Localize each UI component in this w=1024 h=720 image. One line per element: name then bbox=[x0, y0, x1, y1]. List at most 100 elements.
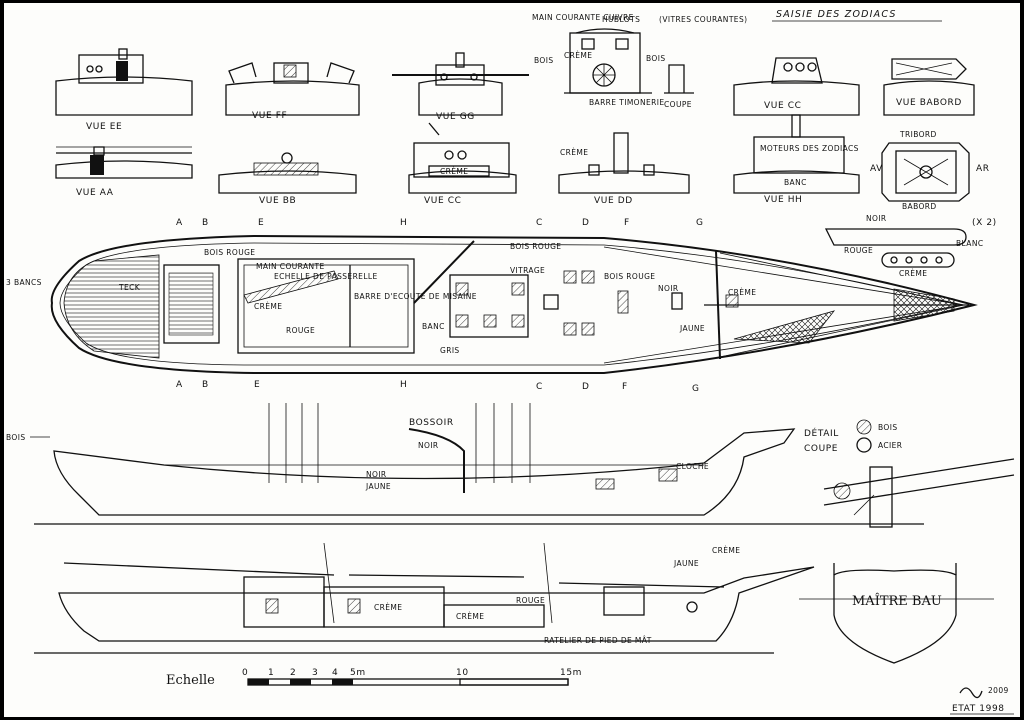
deck-barre-ecoute: BARRE D'ECOUTE DE MISAINE bbox=[354, 292, 477, 301]
section-g-bottom: G bbox=[692, 384, 700, 394]
timonerie-creme: CRÈME bbox=[564, 51, 592, 60]
deck-bancs: 3 BANCS bbox=[6, 278, 42, 287]
sheet-title: SAISIE DES ZODIACS bbox=[776, 9, 897, 20]
scale-label: Echelle bbox=[166, 673, 215, 688]
view-ee: VUE EE bbox=[55, 48, 193, 132]
view-cc-mid: CRÈME VUE CC bbox=[408, 122, 517, 206]
hh-banc: BANC bbox=[784, 178, 807, 187]
scale-tick-10: 10 bbox=[456, 668, 469, 678]
main-courante-label: MAIN COURANTE CUIVRE bbox=[532, 13, 634, 22]
zodiac-tribord: TRIBORD bbox=[899, 130, 937, 139]
timonerie-bois: BOIS bbox=[534, 56, 554, 65]
view-hh: MOTEURS DES ZODIACS BANC VUE HH bbox=[733, 114, 860, 205]
section-markers-bottom: A B E H C D F G bbox=[176, 380, 700, 394]
view-cc-top: VUE CC bbox=[733, 57, 860, 116]
section-a-top: A bbox=[176, 218, 183, 228]
view-babord-label: VUE BABORD bbox=[896, 98, 962, 108]
zodiac-ar: AR bbox=[976, 164, 990, 174]
lower-creme2: CRÈME bbox=[456, 612, 484, 621]
maitre-bau-label: MAÎTRE BAU bbox=[852, 593, 942, 609]
legend-bois: BOIS bbox=[878, 423, 898, 432]
profile-noir2: NOIR bbox=[366, 470, 387, 479]
lower-creme3: CRÈME bbox=[712, 546, 740, 555]
section-d-bottom: D bbox=[582, 382, 590, 392]
section-g-top: G bbox=[696, 218, 704, 228]
section-d-top: D bbox=[582, 218, 590, 228]
profile-upper: BOIS BOSSOIR NOIR NOIR JAUNE CLOCHE bbox=[6, 403, 924, 525]
deck-rouge: ROUGE bbox=[286, 326, 315, 335]
zodiac-blanc: BLANC bbox=[956, 239, 983, 248]
scale-bar: Echelle 0 1 2 3 4 5m 10 15m bbox=[166, 668, 582, 688]
deck-banc: BANC bbox=[422, 322, 445, 331]
deck-main-courante: MAIN COURANTE bbox=[256, 262, 325, 271]
scale-tick-4: 4 bbox=[332, 668, 338, 678]
drawing-sheet: SAISIE DES ZODIACS VUE EE VUE FF VUE GG … bbox=[4, 3, 1020, 717]
view-aa: VUE AA bbox=[55, 146, 193, 198]
scale-tick-3: 3 bbox=[312, 668, 318, 678]
deck-teck: TECK bbox=[118, 283, 141, 292]
barre-timonerie-label: BARRE TIMONERIE bbox=[589, 98, 665, 107]
scale-tick-0: 0 bbox=[242, 668, 248, 678]
view-ff-label: VUE FF bbox=[252, 111, 287, 121]
lower-creme: CRÈME bbox=[374, 603, 402, 612]
view-hh-label: VUE HH bbox=[764, 195, 802, 205]
signature-year: 2009 bbox=[988, 686, 1009, 695]
deck-bois-rouge2: BOIS ROUGE bbox=[510, 242, 561, 251]
scale-tick-2: 2 bbox=[290, 668, 296, 678]
profile-jaune: JAUNE bbox=[365, 482, 391, 491]
etat-label: ETAT 1998 bbox=[952, 704, 1005, 714]
scale-tick-15: 15m bbox=[560, 668, 582, 678]
zodiac-plan: TRIBORD AV AR BABORD bbox=[870, 130, 990, 211]
section-c-top: C bbox=[536, 218, 543, 228]
deck-noir: NOIR bbox=[658, 284, 679, 293]
detail-coupe: DÉTAIL COUPE BOIS ACIER bbox=[804, 419, 1015, 528]
lower-rouge: ROUGE bbox=[516, 596, 545, 605]
deck-creme: CRÈME bbox=[254, 302, 282, 311]
zodiac-x2: (X 2) bbox=[972, 218, 997, 228]
deck-vitrage: VITRAGE bbox=[510, 266, 545, 275]
view-dd-label: VUE DD bbox=[594, 196, 633, 206]
deck-plan: TECK 3 BANCS BOIS ROUGE MAIN COURANTE EC… bbox=[6, 234, 978, 374]
zodiac-creme: CRÈME bbox=[899, 269, 927, 278]
zodiac-av: AV bbox=[870, 164, 883, 174]
section-h-top: H bbox=[400, 218, 407, 228]
view-cc-mid-label: VUE CC bbox=[424, 196, 461, 206]
view-bb-label: VUE BB bbox=[259, 196, 296, 206]
view-dd: CRÈME VUE DD bbox=[558, 132, 690, 206]
timonerie-detail: MAIN COURANTE CUIVRE HUBLOTS (VITRES COU… bbox=[532, 13, 747, 109]
maitre-bau-section: MAÎTRE BAU bbox=[799, 563, 994, 664]
profile-noir: NOIR bbox=[418, 441, 439, 450]
section-h-bottom: H bbox=[400, 380, 407, 390]
scale-tick-5: 5m bbox=[350, 668, 366, 678]
legend-acier: ACIER bbox=[878, 441, 902, 450]
view-ff: VUE FF bbox=[225, 62, 360, 121]
section-e-bottom: E bbox=[254, 380, 260, 390]
hublots-note: (VITRES COURANTES) bbox=[659, 15, 747, 24]
timonerie-bois2: BOIS bbox=[646, 54, 666, 63]
section-c-bottom: C bbox=[536, 382, 543, 392]
ship-plan-drawing: SAISIE DES ZODIACS VUE EE VUE FF VUE GG … bbox=[6, 9, 1015, 715]
profile-bois: BOIS bbox=[6, 433, 26, 442]
detail-coupe-label: COUPE bbox=[804, 444, 838, 454]
profile-lower: CRÈME CRÈME ROUGE JAUNE CRÈME RATELIER D… bbox=[34, 542, 815, 654]
view-bb: VUE BB bbox=[218, 152, 357, 206]
deck-gris: GRIS bbox=[440, 346, 460, 355]
section-f-bottom: F bbox=[622, 382, 628, 392]
lower-jaune: JAUNE bbox=[673, 559, 699, 568]
profile-bossoir: BOSSOIR bbox=[409, 418, 454, 428]
coupe-label: COUPE bbox=[664, 100, 692, 109]
deck-jaune: JAUNE bbox=[679, 324, 705, 333]
deck-bois-rouge3: BOIS ROUGE bbox=[604, 272, 655, 281]
lower-ratelier-1: RATELIER DE PIED DE MÂT bbox=[544, 636, 652, 645]
hh-moteurs: MOTEURS DES ZODIACS bbox=[760, 144, 859, 153]
view-gg: VUE GG bbox=[392, 52, 529, 122]
view-aa-label: VUE AA bbox=[76, 188, 114, 198]
view-babord: VUE BABORD bbox=[883, 58, 975, 116]
detail-label: DÉTAIL bbox=[804, 427, 839, 439]
hublots-label: HUBLOTS bbox=[602, 15, 640, 24]
section-a-bottom: A bbox=[176, 380, 183, 390]
deck-creme2: CRÈME bbox=[728, 288, 756, 297]
view-gg-label: VUE GG bbox=[436, 112, 475, 122]
section-b-bottom: B bbox=[202, 380, 209, 390]
dd-creme: CRÈME bbox=[560, 148, 588, 157]
